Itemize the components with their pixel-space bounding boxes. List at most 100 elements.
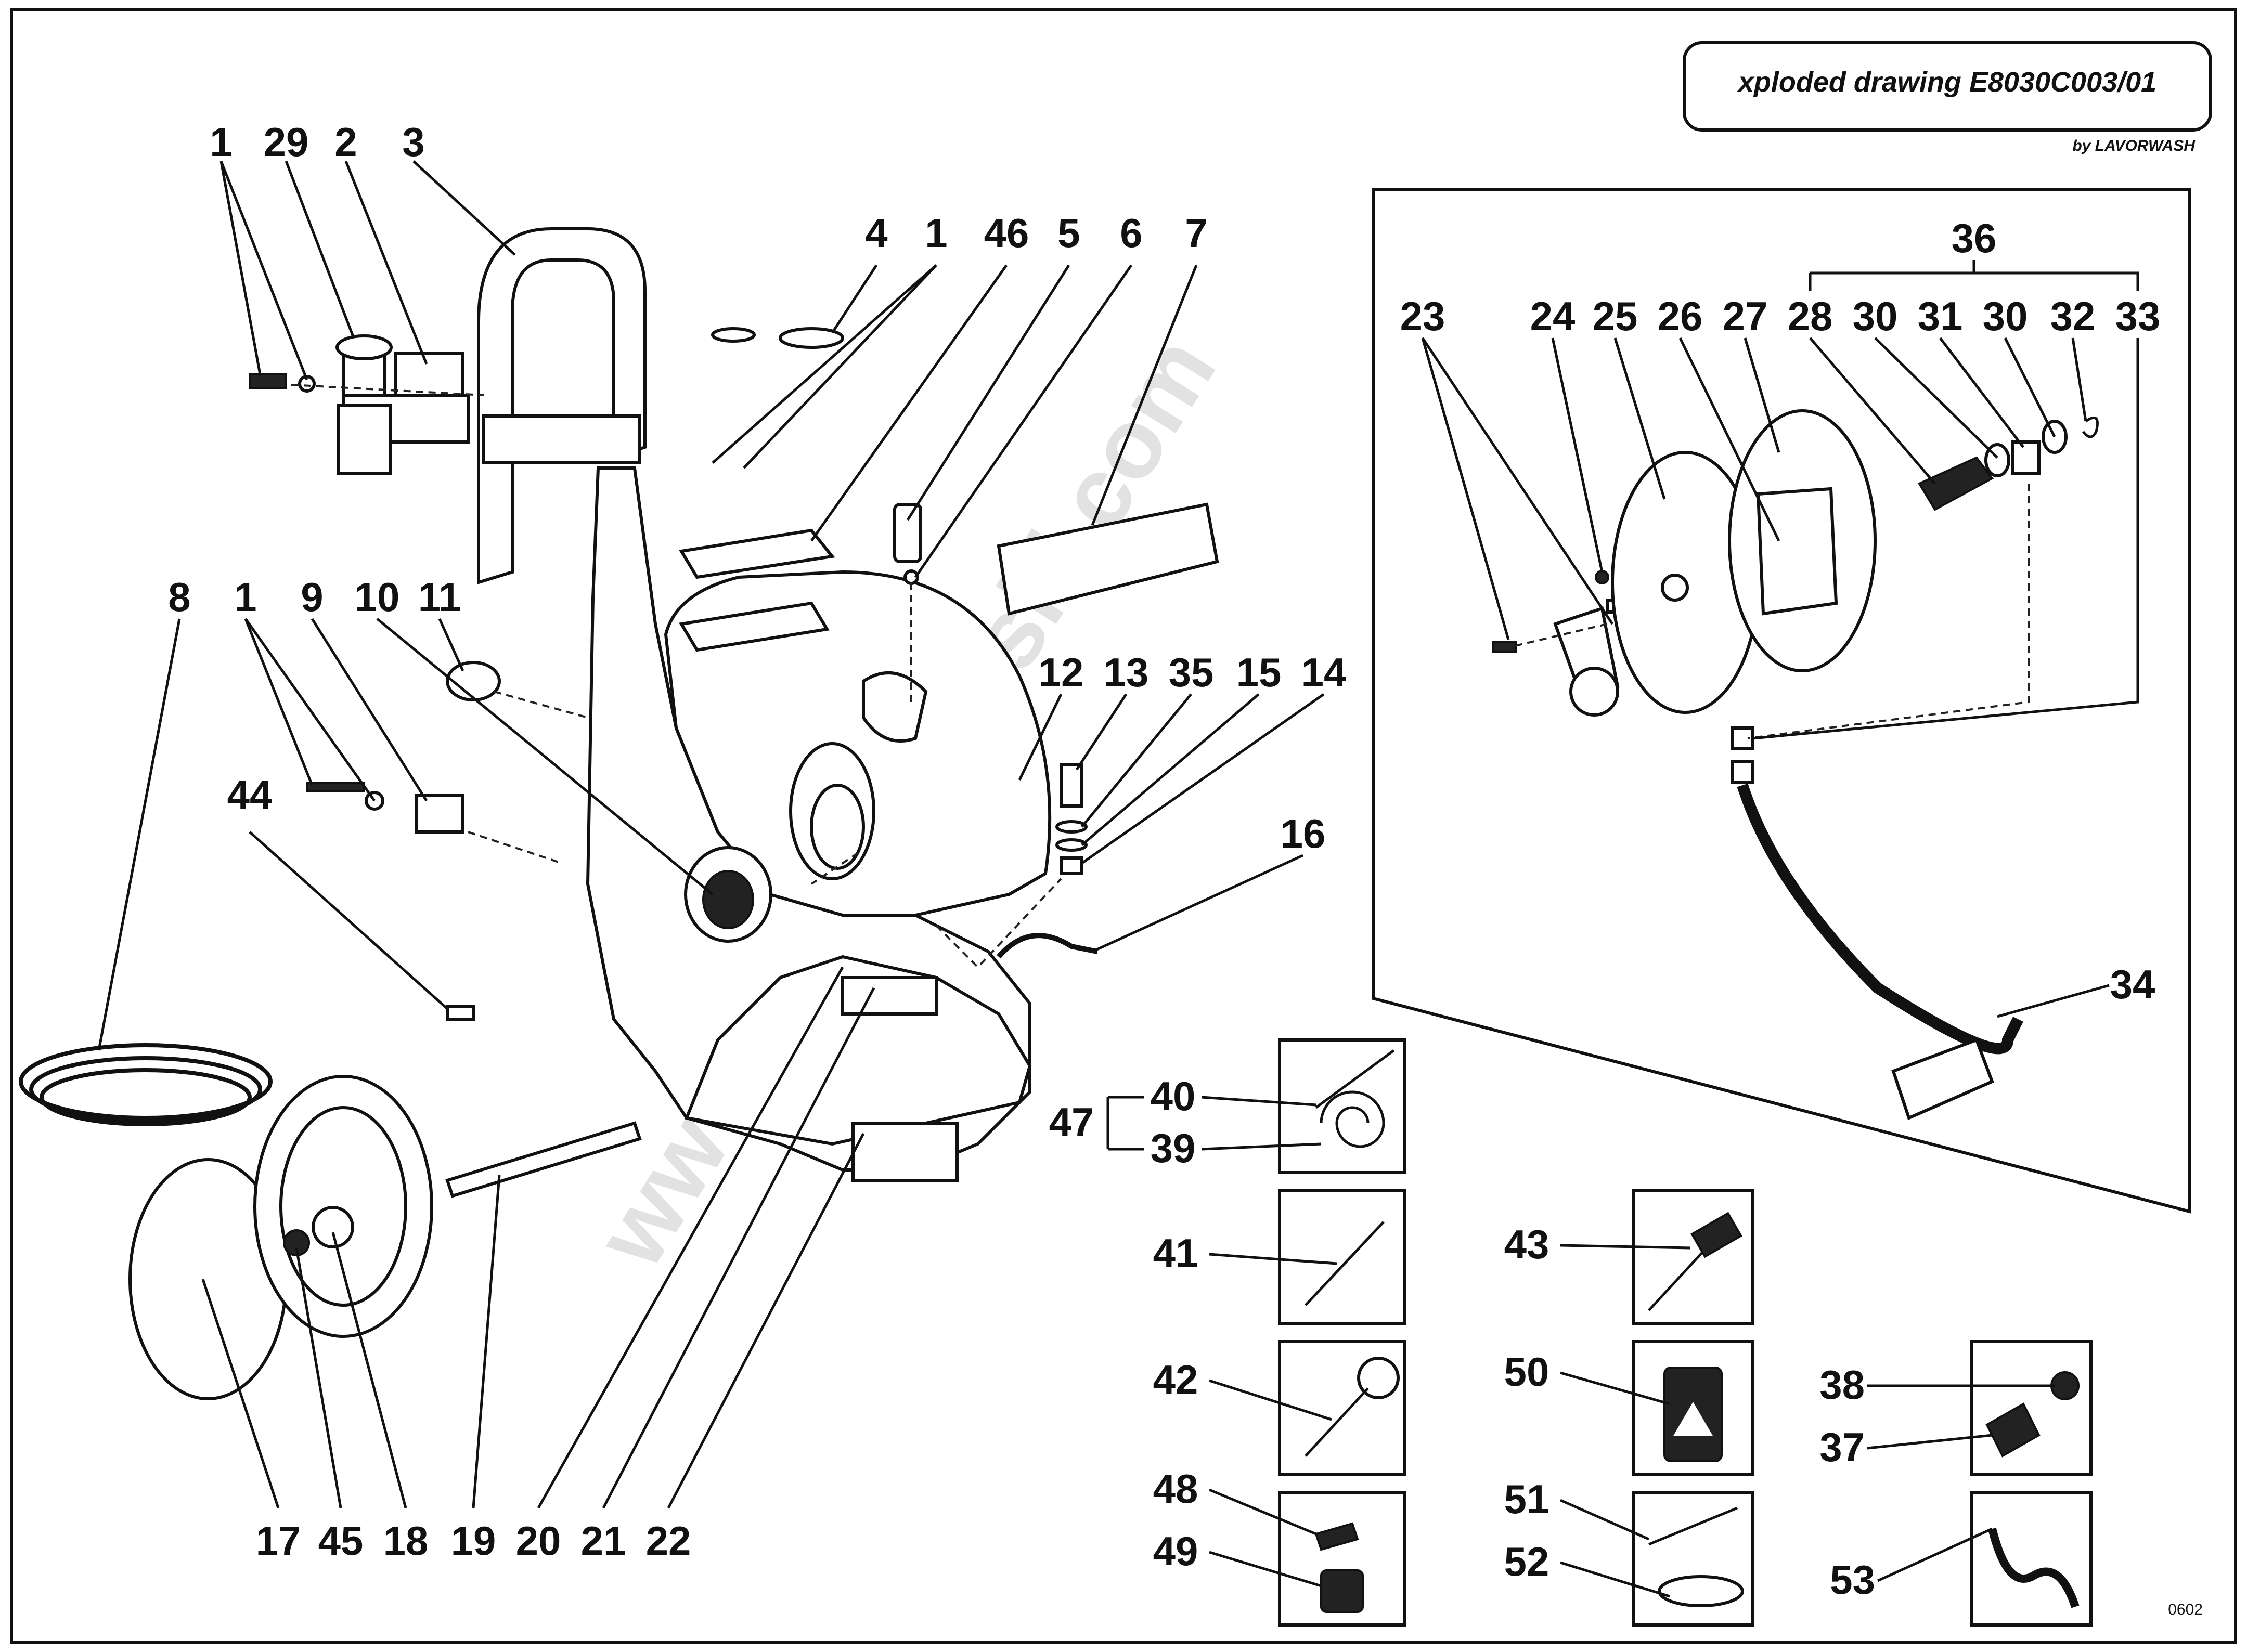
- part-label-39: 39: [1151, 1125, 1196, 1171]
- leader-line: [376, 618, 714, 895]
- group-bracket-36: [1809, 260, 2139, 291]
- leader-line: [1560, 1371, 1670, 1406]
- part-label-41: 41: [1153, 1230, 1198, 1276]
- part-label-17: 17: [256, 1518, 301, 1564]
- spiral-icon: [1320, 1090, 1385, 1148]
- inset-dash-1: [1747, 484, 2030, 739]
- part-label-1: 1: [210, 119, 232, 165]
- water-inlet-hole: [702, 870, 754, 929]
- assembly-guides-left: [291, 384, 1062, 969]
- part-label-15: 15: [1236, 649, 1282, 695]
- part-label-48: 48: [1153, 1466, 1198, 1512]
- foam-nozzle-icon: [1314, 1522, 1359, 1551]
- crank-knob: [1569, 667, 1619, 717]
- motor-hood: [664, 570, 1052, 917]
- pipe-lance-icon: [1648, 1506, 1738, 1546]
- drawing-code: 0602: [2168, 1601, 2203, 1618]
- accessory-box-adapters: [1970, 1340, 2093, 1476]
- part-label-38: 38: [1819, 1362, 1865, 1408]
- part-label-11: 11: [418, 574, 461, 620]
- part-label-4: 4: [865, 210, 887, 256]
- handle-crossbar: [482, 414, 641, 464]
- leader-line: [249, 831, 448, 1010]
- leader-line: [2071, 337, 2087, 422]
- leader-line: [1877, 1527, 1993, 1582]
- leader-line: [285, 161, 355, 339]
- leader-line: [1081, 693, 1192, 828]
- pressure-knob: [893, 503, 922, 563]
- leader-line: [1209, 1379, 1332, 1421]
- screw-9: [306, 782, 365, 792]
- part-label-8: 8: [168, 574, 190, 620]
- guide-line: [468, 831, 562, 864]
- part-label-30: 30: [1853, 293, 1898, 339]
- hood-vent-inner: [810, 784, 865, 870]
- bracket-plate: [394, 352, 464, 397]
- leader-line: [1939, 337, 2024, 448]
- leader-line: [1081, 693, 1260, 846]
- hose-ferrule: [1731, 760, 1754, 784]
- part-label-6: 6: [1120, 210, 1142, 256]
- leader-line: [1018, 693, 1063, 781]
- title-block: xploded drawing E8030C003/01 by LAVORWAS…: [1683, 41, 2212, 154]
- leader-line: [244, 618, 376, 802]
- inset-frame: [1372, 188, 2191, 1214]
- part-label-36: 36: [1952, 215, 1997, 261]
- part-label-53: 53: [1830, 1557, 1875, 1603]
- part-label-47: 47: [1049, 1099, 1094, 1145]
- screw-1: [249, 373, 287, 389]
- leader-line: [1678, 337, 1780, 542]
- leader-line: [537, 966, 844, 1509]
- leader-line: [1209, 1253, 1337, 1265]
- guide-line: [810, 852, 859, 885]
- page-frame: [10, 8, 2237, 1644]
- crank-screw: [1492, 641, 1517, 653]
- part-label-30: 30: [1983, 293, 2028, 339]
- leader-line: [1560, 1561, 1670, 1598]
- part-label-18: 18: [383, 1518, 429, 1564]
- pump-block: [841, 976, 938, 1016]
- top-plate-upper: [679, 601, 830, 652]
- rotary-nozzle-icon: [1357, 1357, 1400, 1399]
- part-label-13: 13: [1104, 649, 1149, 695]
- leader-line: [1421, 337, 1614, 640]
- leader-line: [1075, 693, 1128, 771]
- part-label-22: 22: [646, 1518, 691, 1564]
- part-label-25: 25: [1593, 293, 1638, 339]
- drawing-title: xploded drawing E8030C003/01: [1737, 67, 2156, 98]
- leader-line: [311, 618, 428, 802]
- brush-head-icon: [1690, 1212, 1742, 1258]
- wheel-hub: [312, 1206, 354, 1248]
- part-label-37: 37: [1819, 1424, 1865, 1470]
- accessory-box-pipe-cleaner: [1632, 1491, 1754, 1627]
- drum-hub: [1756, 487, 1838, 616]
- disk-hub: [1661, 574, 1689, 602]
- leader-line: [1997, 984, 2110, 1018]
- hose-connector: [1891, 1038, 1994, 1121]
- leader-line: [1201, 1142, 1322, 1151]
- power-cable-coil: [19, 1043, 273, 1120]
- plug: [446, 1005, 475, 1021]
- part-label-16: 16: [1281, 811, 1326, 856]
- leader-line: [97, 618, 181, 1051]
- part-label-1: 1: [925, 210, 947, 256]
- part-label-33: 33: [2115, 293, 2161, 339]
- leader-line: [1613, 337, 1666, 500]
- leader-line: [667, 1133, 865, 1509]
- screw-24: [1595, 570, 1609, 584]
- straight-lance-icon: [1305, 1221, 1385, 1306]
- part-label-45: 45: [318, 1518, 364, 1564]
- circlip-32: [2082, 416, 2099, 438]
- part-label-35: 35: [1169, 649, 1214, 695]
- accessory-box-lance: [1278, 1189, 1406, 1325]
- leader-line: [1744, 337, 1780, 453]
- leader-line: [1551, 337, 1604, 573]
- leader-line: [201, 1279, 280, 1508]
- part-label-51: 51: [1504, 1476, 1549, 1522]
- part-label-34: 34: [2110, 961, 2155, 1007]
- part-labels: 1 29 2 3 4 1 46 5 6 7 8 1 9 10 11 44 12 …: [168, 119, 2160, 1603]
- leader-line: [1209, 1488, 1316, 1536]
- part-label-20: 20: [516, 1518, 561, 1564]
- part-label-19: 19: [451, 1518, 496, 1564]
